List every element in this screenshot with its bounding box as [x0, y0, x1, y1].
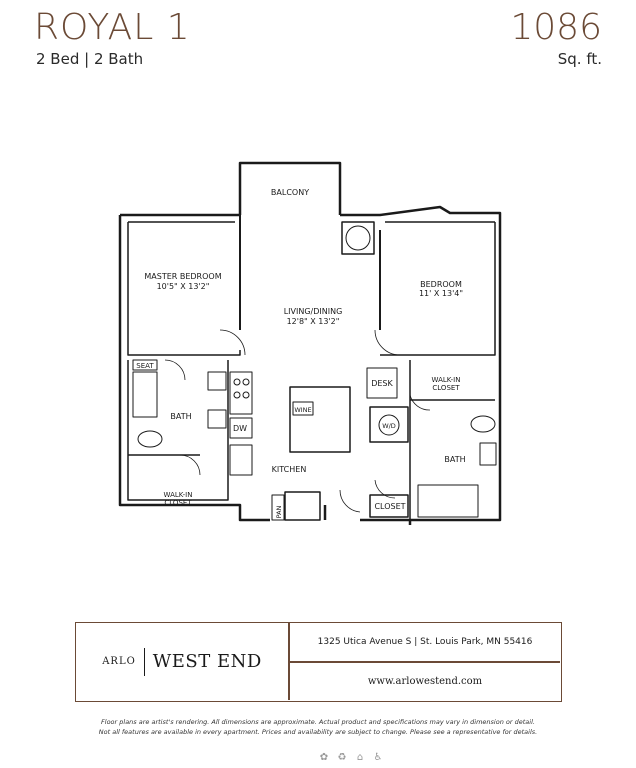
brand-divider — [143, 647, 145, 676]
info-divider-horizontal — [288, 661, 560, 663]
label-bath-left: BATH — [170, 412, 191, 421]
disclaimer-line-2: Not all features are available in every … — [98, 728, 538, 736]
accessible-icon: ♿ — [373, 752, 383, 763]
disclaimer: Floor plans are artist's rendering. All … — [0, 717, 636, 737]
property-address: 1325 Utica Avenue S | St. Louis Park, MN… — [317, 637, 533, 647]
recycle-icon: ♻ — [337, 752, 347, 763]
label-seat: SEAT — [136, 362, 154, 370]
label-bedroom: BEDROOM — [420, 280, 462, 289]
brand-arlo: ARLO — [102, 656, 136, 667]
label-desk: DESK — [371, 379, 393, 388]
label-master-bedroom: MASTER BEDROOM — [144, 272, 221, 281]
label-closet: CLOSET — [374, 502, 405, 511]
label-pan: PAN — [275, 505, 283, 518]
label-walkin-closet-right-2: CLOSET — [432, 384, 460, 392]
square-footage-unit: Sq. ft. — [557, 50, 602, 68]
label-bath-right: BATH — [444, 455, 465, 464]
property-website-link[interactable]: www.arlowestend.com — [367, 676, 483, 687]
plan-title: ROYAL 1 — [34, 7, 191, 48]
floor-plan: BALCONY MASTER BEDROOM 10'5" X 13'2" LIV… — [118, 161, 502, 525]
label-living-dining: LIVING/DINING — [284, 307, 343, 316]
beds-baths: 2 Bed | 2 Bath — [36, 50, 144, 68]
equal-housing-icon: ⌂ — [356, 752, 364, 763]
footer-icons: ✿ ♻ ⌂ ♿ — [318, 752, 384, 764]
brand-west-end: WEST END — [152, 651, 262, 672]
label-wd: W/D — [382, 422, 396, 430]
pet-icon: ✿ — [319, 752, 329, 763]
label-living-dining-dims: 12'8" X 13'2" — [287, 317, 340, 326]
square-footage: 1086 — [510, 7, 602, 48]
label-balcony: BALCONY — [271, 188, 309, 197]
label-master-bedroom-dims: 10'5" X 13'2" — [157, 282, 210, 291]
brand-logo: ARLO WEST END — [76, 623, 288, 700]
label-dw: DW — [233, 424, 247, 433]
label-walkin-closet-left-1: WALK-IN — [164, 491, 193, 499]
disclaimer-line-1: Floor plans are artist's rendering. All … — [101, 718, 535, 726]
label-wine: WINE — [294, 406, 311, 414]
label-kitchen: KITCHEN — [272, 465, 307, 474]
property-info-box: ARLO WEST END 1325 Utica Avenue S | St. … — [75, 622, 562, 702]
label-walkin-closet-right-1: WALK-IN — [432, 376, 461, 384]
label-bedroom-dims: 11' X 13'4" — [419, 289, 463, 298]
label-walkin-closet-left-2: CLOSET — [164, 499, 192, 507]
